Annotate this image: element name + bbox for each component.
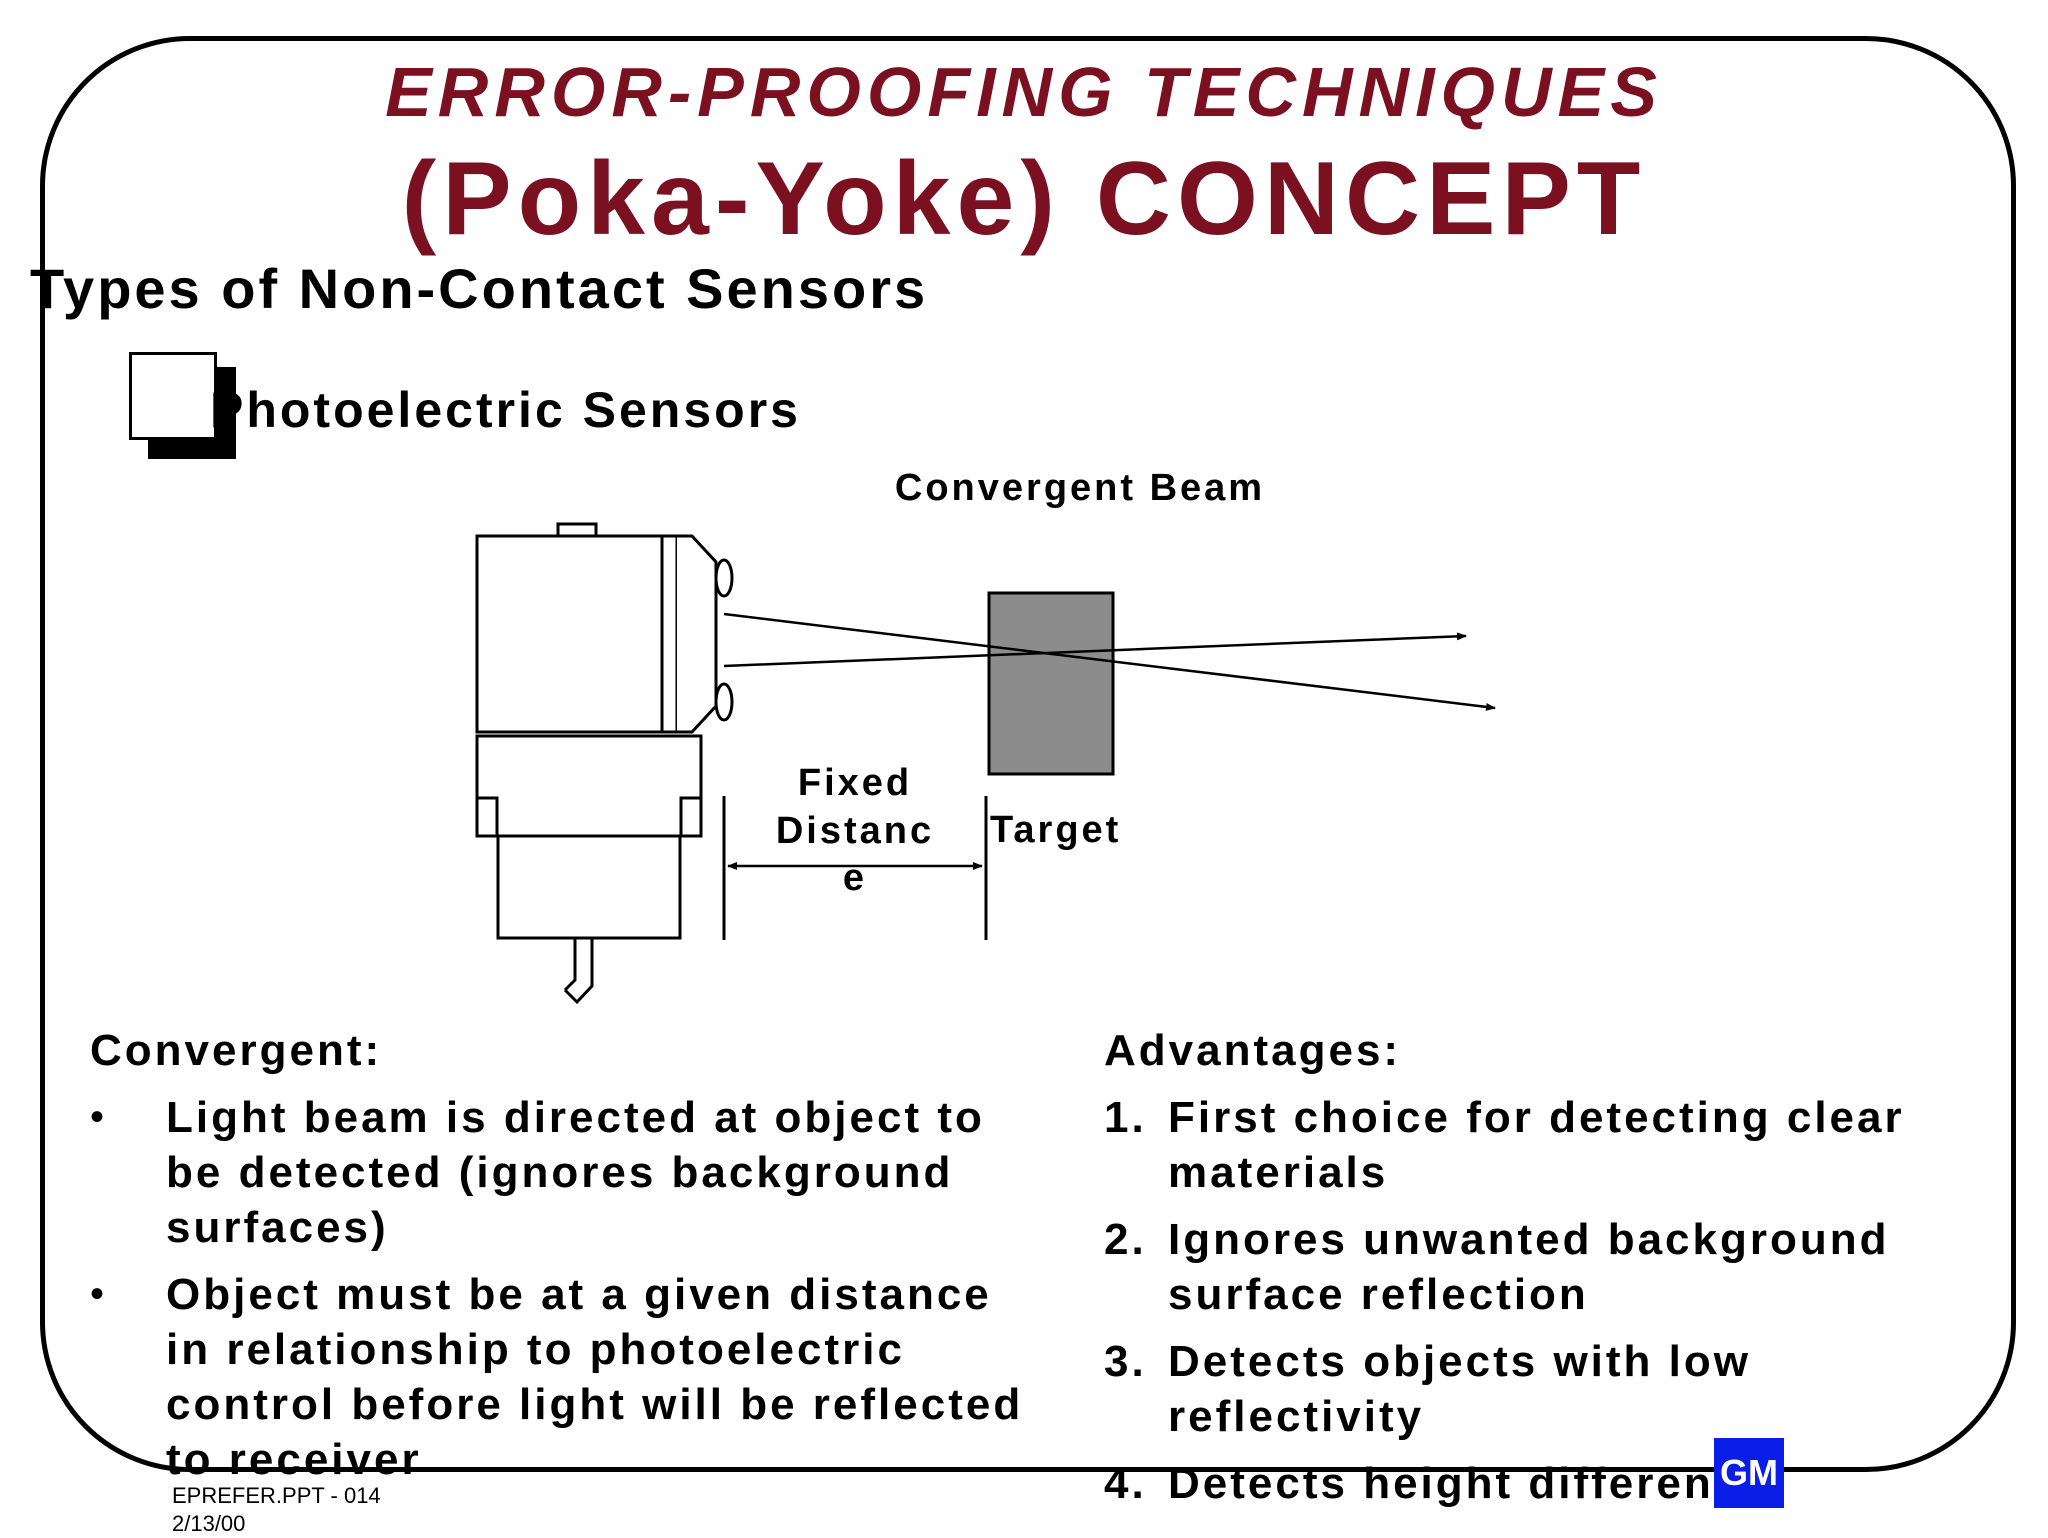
list-item-line: Light beam is directed at object to [166, 1093, 985, 1142]
list-item-line: control before light will be reflected [166, 1380, 1024, 1429]
distance-label-line1: Fixed [798, 762, 912, 804]
slide-title-line1: ERROR-PROOFING TECHNIQUES [385, 53, 1663, 131]
slide-footer: EPREFER.PPT - 014 2/13/00 [172, 1482, 381, 1538]
target-block [987, 591, 1115, 776]
list-item-line: in relationship to photoelectric [166, 1325, 905, 1374]
bullet-mark: • [90, 1272, 108, 1316]
list-item-line: surfaces) [166, 1203, 389, 1252]
list-item-line: First choice for detecting clear [1168, 1093, 1905, 1142]
list-item: • Object must be at a given distance in … [90, 1267, 1090, 1487]
list-item: 2. Ignores unwanted background surface r… [1104, 1212, 2004, 1322]
list-item-line: Object must be at a given distance [166, 1270, 992, 1319]
distance-label-line2: Distanc [776, 810, 934, 852]
list-item: 3. Detects objects with low reflectivity [1104, 1334, 2004, 1444]
list-item: 1. First choice for detecting clear mate… [1104, 1090, 2004, 1200]
list-number: 2. [1104, 1215, 1147, 1264]
slide-subtitle: Types of Non-Contact Sensors [30, 257, 929, 320]
advantages-heading: Advantages: [1104, 1026, 1402, 1075]
list-item: • Light beam is directed at object to be… [90, 1090, 1090, 1255]
list-item-line: Ignores unwanted background [1168, 1215, 1890, 1264]
list-item-line: Detects height differential [1168, 1459, 1790, 1508]
convergent-heading: Convergent: [90, 1026, 383, 1075]
checkbox-bullet-icon [129, 352, 217, 440]
convergent-list: • Light beam is directed at object to be… [90, 1090, 1090, 1499]
diagram-title: Convergent Beam [895, 467, 1265, 509]
distance-label-line3: e [843, 857, 867, 899]
section-heading: Photoelectric Sensors [210, 382, 801, 438]
sensor-body [475, 522, 734, 1005]
list-item-line: reflectivity [1168, 1392, 1425, 1441]
target-label: Target [990, 809, 1121, 851]
list-item-line: surface reflection [1168, 1270, 1589, 1319]
list-item-line: Detects objects with low [1168, 1337, 1751, 1386]
list-item-line: be detected (ignores background [166, 1148, 954, 1197]
list-item-line: to receiver [166, 1435, 422, 1484]
footer-file: EPREFER.PPT - 014 [172, 1483, 381, 1508]
list-number: 3. [1104, 1337, 1147, 1386]
slide-frame [40, 36, 2016, 1472]
bullet-mark: • [90, 1095, 108, 1139]
list-number: 4. [1104, 1459, 1147, 1508]
list-item: 4. Detects height differential [1104, 1456, 2004, 1511]
list-item-line: materials [1168, 1148, 1389, 1197]
slide-title-line2: (Poka-Yoke) CONCEPT [401, 141, 1647, 257]
gm-logo: GM [1714, 1438, 1784, 1508]
beam-line-2 [723, 632, 1467, 668]
footer-date: 2/13/00 [172, 1511, 246, 1536]
advantages-list: 1. First choice for detecting clear mate… [1104, 1090, 2004, 1523]
beam-line-1 [723, 612, 1496, 711]
list-number: 1. [1104, 1093, 1147, 1142]
